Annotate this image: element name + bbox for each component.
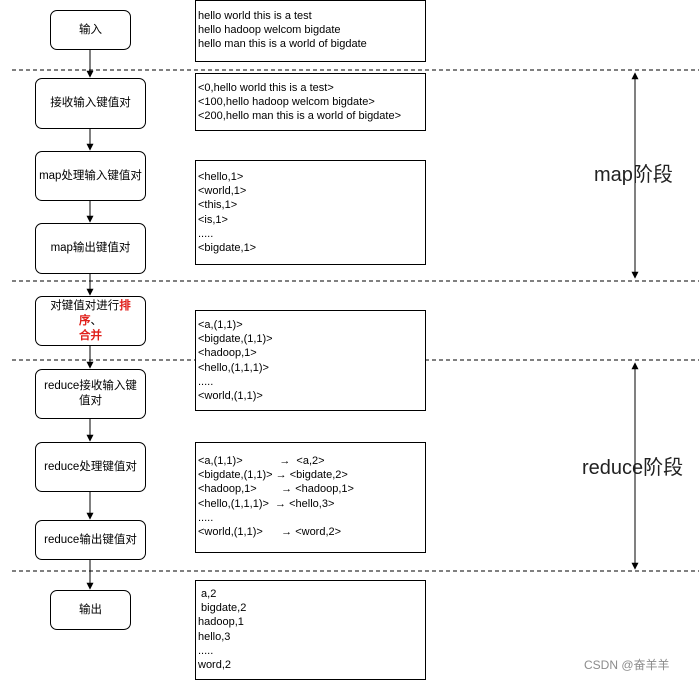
box-map-output: <hello,1> <world,1> <this,1> <is,1> ....…	[195, 160, 426, 265]
node-receive-kv: 接收输入键值对	[35, 78, 146, 129]
node-output: 输出	[50, 590, 131, 630]
node-reduce-process: reduce处理键值对	[35, 442, 146, 492]
box-line: <a,(1,1)>	[198, 319, 243, 331]
box-line: <a,(1,1)> → <a,2>	[198, 455, 325, 467]
watermark: CSDN @奋羊羊	[584, 658, 670, 672]
box-line: hello man this is a world of bigdate	[198, 38, 367, 51]
box-line: <hello,1>	[198, 171, 244, 183]
sort-merge-separator: 、	[90, 314, 103, 327]
box-line: a,2	[198, 588, 217, 600]
sort-highlight: 排序	[79, 299, 131, 327]
merge-highlight: 合并	[79, 329, 102, 342]
map-phase-label: map阶段	[594, 164, 673, 186]
box-line: hadoop,1	[198, 616, 244, 629]
box-line: <world,(1,1)> → <word,2>	[198, 526, 342, 539]
reduce-phase-label: reduce阶段	[582, 457, 684, 479]
box-line: hello,3	[198, 630, 231, 643]
box-line: hello world this is a test	[198, 10, 312, 22]
box-line: <hadoop,1> → <hadoop,1>	[198, 483, 354, 496]
box-line: <hadoop,1>	[198, 347, 257, 360]
box-line: hello hadoop welcom bigdate	[198, 24, 341, 37]
box-line: <bigdate,1>	[198, 242, 257, 255]
node-input: 输入	[50, 10, 131, 50]
box-line: word,2	[198, 659, 232, 672]
node-reduce-output: reduce输出键值对	[35, 520, 146, 560]
box-line: .....	[198, 644, 214, 657]
box-final-output: a,2 bigdate,2 hadoop,1 hello,3 ..... wor…	[195, 580, 426, 680]
node-sort-merge: 对键值对进行排序、合并	[35, 296, 146, 346]
box-line: <200,hello man this is a world of bigdat…	[198, 110, 402, 123]
box-line: <bigdate,(1,1)>	[198, 333, 273, 346]
sort-merge-prefix: 对键值对进行	[50, 299, 120, 312]
box-kv-pairs: <0,hello world this is a test> <100,hell…	[195, 73, 426, 131]
sort-merge-label: 对键值对进行排序、合并	[39, 299, 142, 344]
box-line: <hello,(1,1,1)>	[198, 361, 269, 374]
box-line: bigdate,2	[198, 602, 247, 615]
node-map-process: map处理输入键值对	[35, 151, 146, 201]
box-line: <world,(1,1)>	[198, 390, 263, 403]
box-line: <100,hello hadoop welcom bigdate>	[198, 96, 375, 109]
box-line: .....	[198, 511, 214, 524]
box-sorted-merged: <a,(1,1)> <bigdate,(1,1)> <hadoop,1> <he…	[195, 310, 426, 411]
box-line: .....	[198, 227, 214, 240]
box-reduce-result: <a,(1,1)> → <a,2> <bigdate,(1,1)> → <big…	[195, 442, 426, 553]
box-line: .....	[198, 375, 214, 388]
node-reduce-receive: reduce接收输入键值对	[35, 369, 146, 419]
box-line: <bigdate,(1,1)> → <bigdate,2>	[198, 469, 348, 482]
box-input-text: hello world this is a test hello hadoop …	[195, 0, 426, 62]
box-line: <this,1>	[198, 199, 238, 212]
node-map-output: map输出键值对	[35, 223, 146, 274]
box-line: <0,hello world this is a test>	[198, 82, 334, 94]
box-line: <is,1>	[198, 213, 228, 226]
box-line: <hello,(1,1,1)> → <hello,3>	[198, 497, 335, 510]
box-line: <world,1>	[198, 185, 247, 198]
